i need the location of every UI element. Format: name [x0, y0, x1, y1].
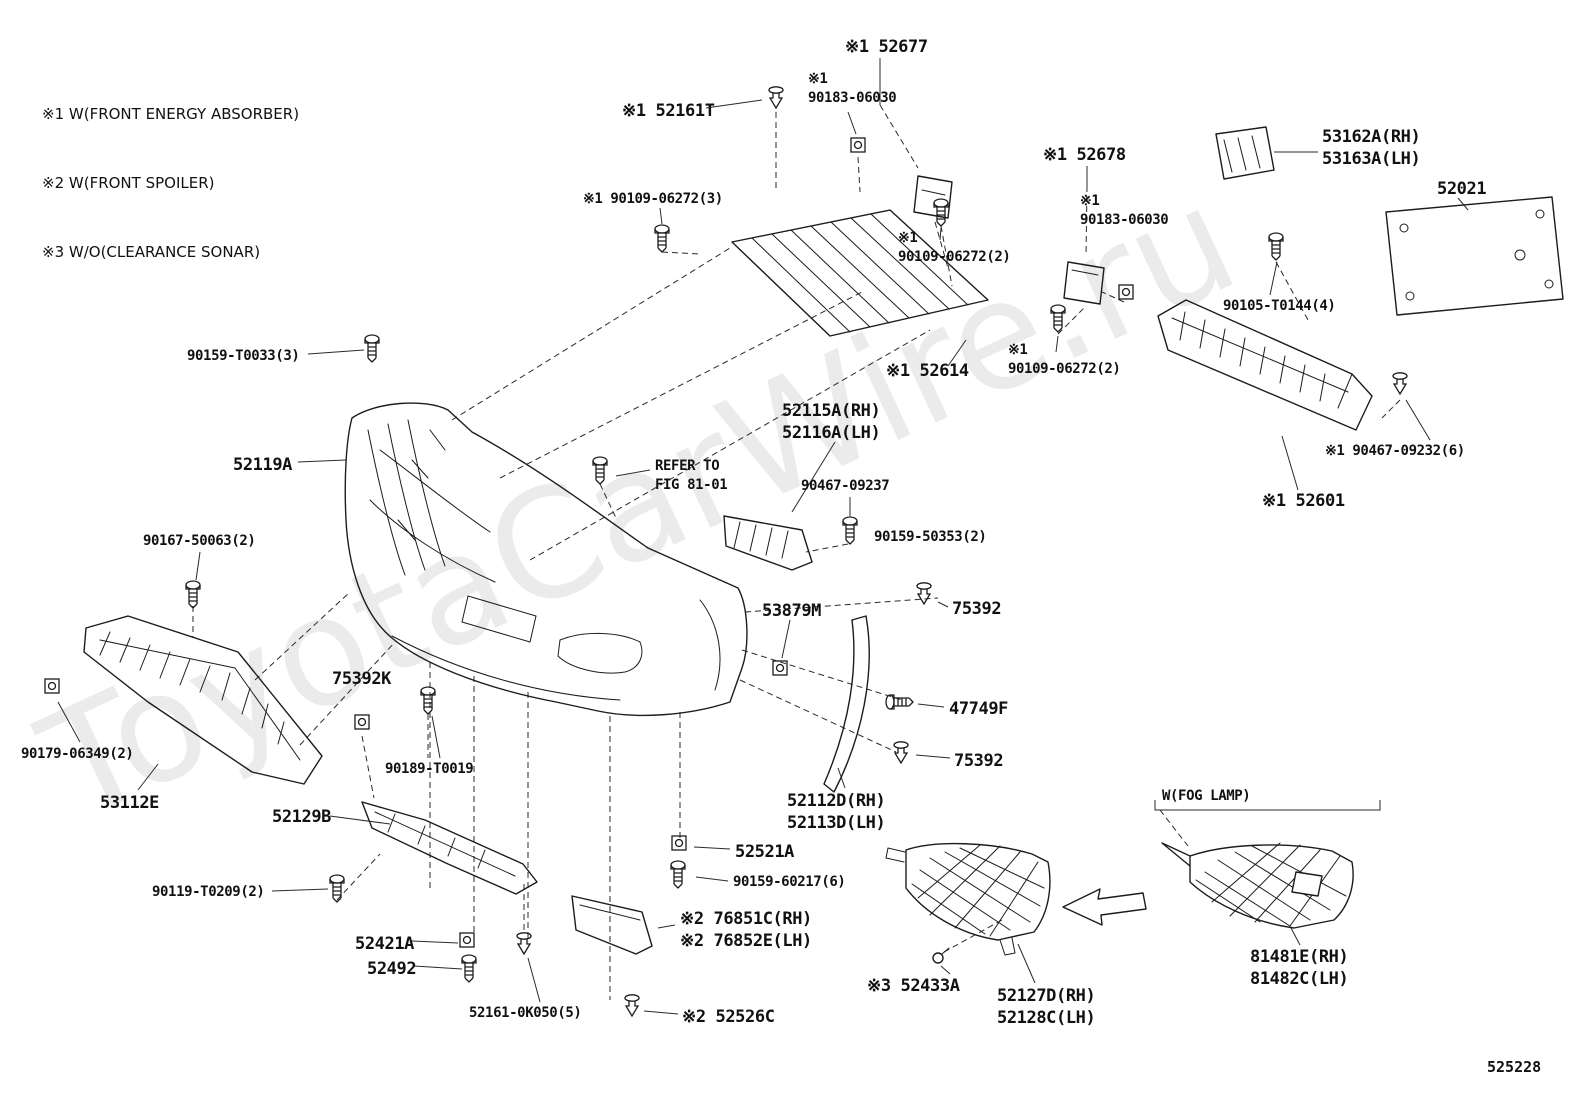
- fastener-label-90467-09232: ※1 90467-09232(6): [1325, 443, 1465, 459]
- note-line-2: ※2 W(FRONT SPOILER): [42, 174, 215, 192]
- projection-lines: [192, 104, 1401, 1000]
- grommet-icon: [459, 932, 475, 948]
- fog-lamp-bracket-line: [1154, 800, 1381, 811]
- reinforcement-bar-shape: [1157, 299, 1373, 431]
- lower-grille-shape: [83, 615, 323, 785]
- bolt-icon: [842, 516, 858, 545]
- caption-fog-lamp: W(FOG LAMP): [1162, 788, 1251, 804]
- part-label-52421a: 52421A: [355, 934, 415, 954]
- part-label-52129b: 52129B: [272, 807, 332, 827]
- fastener-label-90183-06030-a: ※1 90183-06030: [808, 71, 897, 106]
- spoiler-patch-shape: [571, 895, 653, 955]
- part-label-52521a: 52521A: [735, 842, 795, 862]
- lower-deflector-shape: [361, 801, 538, 895]
- fastener-label-90183-06030-b: ※1 90183-06030: [1080, 193, 1169, 228]
- fastener-label-90105-t0144: 90105-T0144(4): [1223, 298, 1336, 314]
- part-label-53112e: 53112E: [100, 793, 160, 813]
- fog-bezel-right-shape: [1161, 842, 1354, 929]
- part-label-52115a-52116a: 52115A(RH) 52116A(LH): [782, 401, 881, 443]
- part-label-75392-b: 75392: [954, 751, 1004, 771]
- legend-notes: ※1 W(FRONT ENERGY ABSORBER) ※2 W(FRONT S…: [42, 57, 299, 310]
- bolt-icon: [329, 874, 345, 903]
- part-label-52614: ※1 52614: [886, 361, 969, 381]
- part-label-52112d-52113d: 52112D(RH) 52113D(LH): [787, 791, 886, 833]
- fastener-label-90119-t0209: 90119-T0209(2): [152, 884, 265, 900]
- fastener-label-90159-t0033: 90159-T0033(3): [187, 348, 300, 364]
- bracket-52678-shape: [1063, 261, 1105, 305]
- bolt-icon: [1268, 232, 1284, 261]
- fastener-label-90159-60217: 90159-60217(6): [733, 874, 846, 890]
- part-label-52677: ※1 52677: [845, 37, 928, 57]
- bolt-icon: [1050, 304, 1066, 333]
- license-bracket-shape: [1385, 196, 1564, 316]
- part-label-52678: ※1 52678: [1043, 145, 1126, 165]
- part-label-81481e-81482c: 81481E(RH) 81482C(LH): [1250, 947, 1349, 989]
- part-label-47749f: 47749F: [949, 699, 1009, 719]
- part-label-52119a: 52119A: [233, 455, 293, 475]
- clip-icon: [893, 741, 909, 764]
- side-retainer-shape: [723, 515, 813, 571]
- bolt-icon: [592, 456, 608, 485]
- grommet-icon: [671, 835, 687, 851]
- note-line-3: ※3 W/O(CLEARANCE SONAR): [42, 243, 261, 261]
- grommet-icon: [44, 678, 60, 694]
- bolt-icon: [364, 334, 380, 363]
- grommet-icon: [850, 137, 866, 153]
- bolt-icon: [185, 580, 201, 609]
- clip-icon: [516, 932, 532, 955]
- fastener-label-52161-0k050: 52161-0K050(5): [469, 1005, 582, 1021]
- bolt-icon: [461, 954, 477, 983]
- bracket-53162-shape: [1215, 126, 1275, 180]
- fastener-label-90167-50063: 90167-50063(2): [143, 533, 256, 549]
- part-label-52161t: ※1 52161T: [622, 101, 715, 121]
- side-trim-shape: [823, 615, 870, 793]
- fastener-label-90189-t0019: 90189-T0019: [385, 761, 474, 777]
- part-label-52127d-52128c: 52127D(RH) 52128C(LH): [997, 986, 1096, 1028]
- fastener-label-90467-09237: 90467-09237: [801, 478, 890, 494]
- note-refer-to-fig: REFER TO FIG 81-01: [655, 458, 728, 493]
- part-label-75392k: 75392K: [332, 669, 392, 689]
- fastener-label-90159-50353: 90159-50353(2): [874, 529, 987, 545]
- sonar-plug-shape: [932, 947, 950, 964]
- fastener-label-90109-06272-3: ※1 90109-06272(3): [583, 191, 723, 207]
- fog-bezel-left-shape: [885, 842, 1051, 956]
- bolt-icon: [933, 198, 949, 227]
- bumper-cover-shape: [344, 402, 748, 717]
- fastener-label-90109-06272-2b: ※1 90109-06272(2): [1008, 342, 1121, 377]
- bolt-icon: [654, 224, 670, 253]
- part-label-75392-a: 75392: [952, 599, 1002, 619]
- part-label-52601: ※1 52601: [1262, 491, 1345, 511]
- clip-icon: [624, 994, 640, 1017]
- part-label-76851c-76852e: ※2 76851C(RH) ※2 76852E(LH): [680, 909, 812, 951]
- part-label-53162a-53163a: 53162A(RH) 53163A(LH): [1322, 127, 1421, 169]
- clip-icon: [1392, 372, 1408, 395]
- part-label-52526c: ※2 52526C: [682, 1007, 775, 1027]
- part-label-52021: 52021: [1437, 179, 1487, 199]
- energy-absorber-shape: [731, 209, 989, 337]
- part-label-52433a: ※3 52433A: [867, 976, 960, 996]
- grommet-icon: [354, 714, 370, 730]
- leader-lines: [57, 58, 1469, 1015]
- bracket-52677-shape: [913, 175, 953, 219]
- sheet-number: 525228: [1487, 1058, 1542, 1076]
- grommet-icon: [1118, 284, 1134, 300]
- fastener-label-90179-06349: 90179-06349(2): [21, 746, 134, 762]
- part-label-53879m: 53879M: [762, 601, 822, 621]
- screw-icon: [885, 694, 914, 710]
- clip-icon: [768, 86, 784, 109]
- note-line-1: ※1 W(FRONT ENERGY ABSORBER): [42, 105, 300, 123]
- part-label-52492: 52492: [367, 959, 417, 979]
- bolt-icon: [420, 686, 436, 715]
- direction-arrow: [1062, 888, 1147, 926]
- fastener-label-90109-06272-2a: ※1 90109-06272(2): [898, 230, 1011, 265]
- clip-icon: [916, 582, 932, 605]
- bolt-icon: [670, 860, 686, 889]
